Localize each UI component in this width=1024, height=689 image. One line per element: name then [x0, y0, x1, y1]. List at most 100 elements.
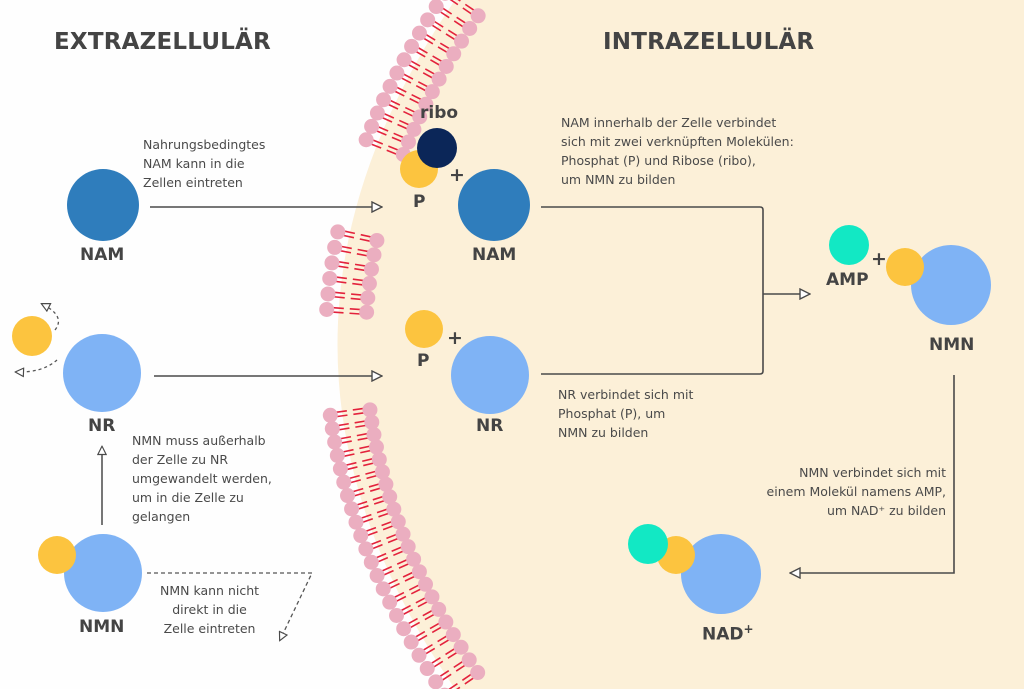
- lipid-head: [406, 551, 422, 567]
- lipid-head: [382, 594, 398, 610]
- lipid-tail: [455, 664, 466, 672]
- nmn-inside-label: NMN: [929, 335, 975, 355]
- lipid-tail: [359, 238, 371, 243]
- lipid-tail: [417, 46, 428, 54]
- plus-sign-top: +: [449, 164, 465, 186]
- lipid-head: [327, 434, 343, 450]
- lipid-tail: [398, 562, 410, 569]
- lipid-head: [411, 564, 427, 580]
- lipid-tail: [432, 55, 443, 63]
- lipid-tail: [377, 125, 389, 132]
- lipid-head: [361, 276, 377, 292]
- lipid-tail: [338, 260, 350, 265]
- cell-membrane: [319, 0, 486, 689]
- lipid-tail: [383, 569, 394, 576]
- nad-superscript: +: [743, 622, 754, 636]
- lipid-tail: [375, 552, 387, 559]
- lipid-tail: [439, 42, 451, 50]
- caption-nr-inside: NR verbindet sich mit Phosphat (P), um N…: [558, 387, 694, 440]
- nam-outside-molecule: [67, 169, 139, 241]
- lipid-head: [371, 451, 387, 467]
- lipid-tail: [343, 453, 355, 458]
- lipid-tail: [388, 145, 399, 151]
- lipid-tail: [411, 93, 422, 101]
- lipid-tail: [431, 626, 443, 634]
- lipid-head: [322, 407, 338, 423]
- lipid-tail: [357, 437, 369, 441]
- lipid-head: [428, 0, 444, 15]
- lipid-head: [330, 224, 346, 240]
- lipid-tail: [417, 81, 429, 88]
- lipid-head: [344, 501, 360, 517]
- lipid-head: [375, 581, 391, 597]
- lipid-tail: [365, 526, 377, 533]
- lipid-tail: [464, 3, 475, 12]
- lipid-tail: [370, 143, 382, 149]
- lipid-tail: [393, 591, 405, 599]
- lipid-head: [431, 71, 447, 87]
- lipid-tail: [424, 613, 435, 621]
- lipid-head: [428, 674, 444, 689]
- lipid-tail: [372, 139, 384, 145]
- lipid-tail: [407, 63, 419, 71]
- lipid-tail: [339, 435, 352, 440]
- lipid-tail: [400, 604, 411, 612]
- nr-outside-label: NR: [88, 416, 116, 436]
- lipid-tail: [368, 483, 380, 488]
- lipid-head: [366, 427, 382, 443]
- lipid-tail: [429, 622, 440, 630]
- lipid-head: [329, 447, 345, 463]
- arrow-nam-to-nmn: [541, 206, 764, 294]
- lipid-tail: [422, 72, 434, 79]
- lipid-head: [420, 12, 436, 28]
- lipid-tail: [352, 487, 364, 493]
- arrow-phosphate-removed-down: [16, 359, 58, 372]
- lipid-tail: [332, 306, 344, 310]
- lipid-head: [382, 78, 398, 94]
- lipid-tail: [375, 129, 387, 136]
- lipid-head: [353, 528, 369, 544]
- lipid-tail: [362, 457, 374, 463]
- lipid-tail: [441, 7, 453, 15]
- lipid-head: [369, 105, 385, 121]
- lipid-tail: [456, 686, 461, 689]
- lipid-head: [454, 33, 470, 49]
- nmn-outside-phosphate: [38, 536, 76, 574]
- lipid-head: [418, 96, 434, 112]
- lipid-tail: [356, 432, 368, 437]
- lipid-head: [363, 261, 379, 277]
- nmn-inside-phosphate: [886, 248, 924, 286]
- lipid-head: [360, 290, 376, 306]
- phosphate-detached: [12, 316, 52, 356]
- lipid-tail: [422, 609, 433, 617]
- lipid-head: [332, 461, 348, 477]
- nmn-outside-molecule: [64, 534, 142, 612]
- lipid-tail: [366, 530, 378, 537]
- lipid-tail: [402, 608, 413, 616]
- lipid-tail: [348, 474, 360, 480]
- lipid-tail: [386, 149, 398, 156]
- lipid-tail: [343, 230, 356, 235]
- lipid-tail: [415, 596, 427, 604]
- lipid-tail: [354, 267, 366, 272]
- nam-outside-label: NAM: [80, 245, 125, 265]
- lipid-head: [362, 402, 378, 418]
- lipid-tail: [414, 630, 426, 638]
- lipid-head: [470, 665, 486, 681]
- lipid-head: [431, 601, 447, 617]
- lipid-head: [424, 589, 440, 605]
- lipid-head: [324, 255, 340, 271]
- lipid-head: [418, 576, 434, 592]
- lipid-tail: [365, 470, 377, 475]
- phosphate-mid-label: P: [417, 351, 430, 371]
- lipid-tail: [335, 409, 347, 414]
- lipid-tail: [335, 276, 347, 280]
- lipid-tail: [439, 638, 450, 646]
- lipid-tail: [337, 265, 349, 269]
- nad-label-text: NAD: [702, 624, 744, 645]
- lipid-head: [404, 38, 420, 54]
- lipid-tail: [349, 479, 361, 484]
- lipid-tail: [369, 487, 382, 492]
- lipid-head: [396, 52, 412, 68]
- lipid-tail: [357, 248, 369, 253]
